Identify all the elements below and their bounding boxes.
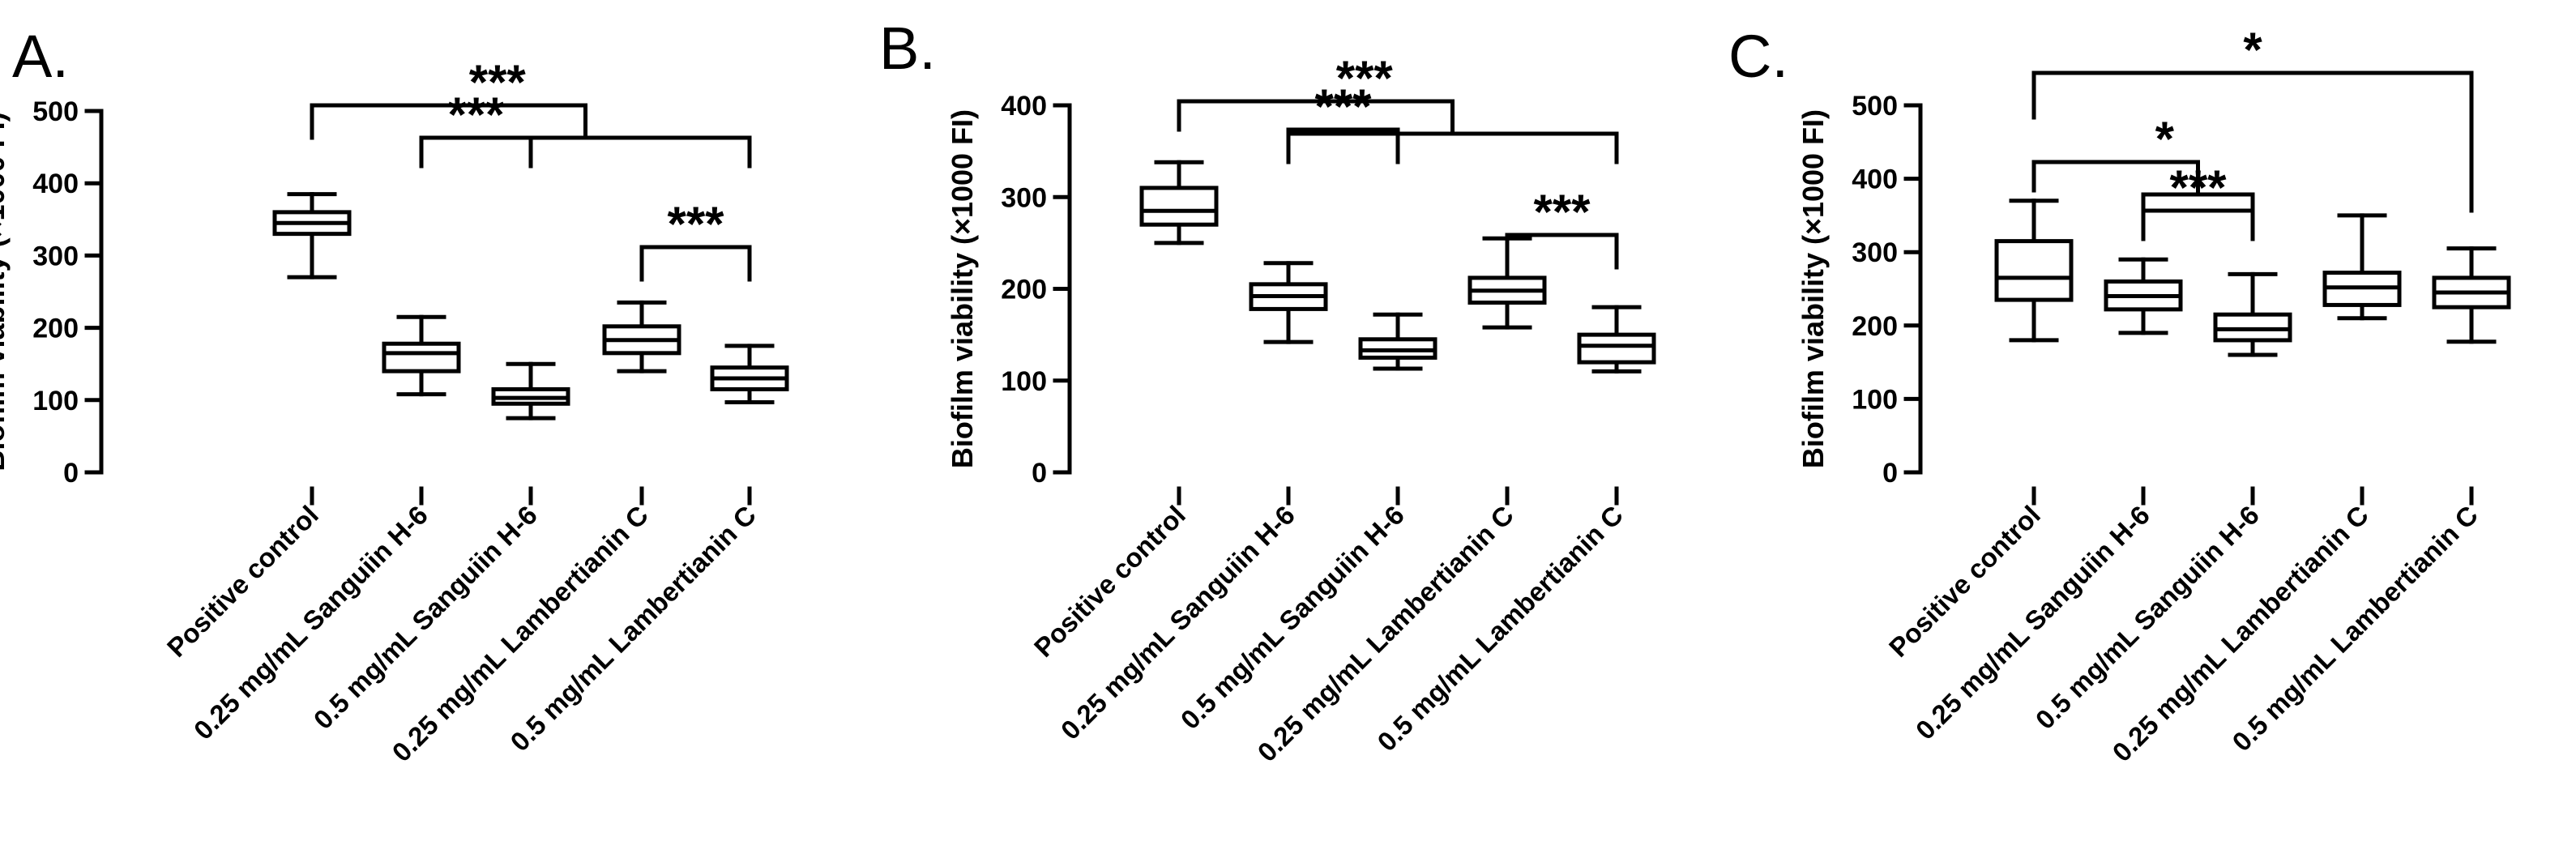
y-tick-label: 100 (1001, 366, 1047, 397)
x-tick-label: 0.5 mg/mL Sanguiin H-6 (1175, 500, 1410, 735)
significance-label: *** (667, 197, 724, 251)
y-tick-label: 200 (32, 314, 79, 344)
y-tick-label: 300 (32, 241, 79, 271)
significance-label: *** (1533, 185, 1591, 239)
panel-label: B. (879, 15, 936, 82)
significance-bracket-2: *** (639, 197, 752, 282)
significance-bracket-1: *** (419, 88, 533, 169)
y-tick-label: 0 (1882, 458, 1898, 489)
box-3 (602, 300, 681, 374)
significance-bracket-2: *** (1505, 185, 1619, 270)
box-0 (1994, 198, 2074, 343)
y-tick-label: 300 (1852, 237, 1898, 268)
box-4 (1577, 305, 1656, 374)
y-tick-label: 100 (1852, 384, 1898, 415)
y-tick-label: 200 (1852, 311, 1898, 342)
y-axis-label: Biofilm viability (×1000 FI) (0, 112, 11, 471)
significance-label: *** (447, 88, 505, 142)
y-tick-label: 400 (32, 169, 79, 199)
x-tick-label: 0.25 mg/mL Sanguiin H-6 (1910, 500, 2155, 745)
x-tick-label: 0.25 mg/mL Sanguiin H-6 (1055, 500, 1301, 745)
box-2 (2213, 271, 2292, 357)
y-tick-label: 200 (1001, 275, 1047, 305)
box-2 (491, 361, 570, 420)
y-tick-label: 0 (1032, 458, 1047, 489)
x-tick-label: 0.5 mg/mL Sanguiin H-6 (2030, 500, 2265, 735)
box-1 (2104, 257, 2183, 335)
box-iqr (382, 341, 461, 374)
panel-label: C. (1728, 23, 1788, 90)
significance-label: *** (1336, 51, 1394, 105)
y-tick-label: 400 (1852, 164, 1898, 195)
x-tick-label: 0.5 mg/mL Sanguiin H-6 (308, 500, 543, 735)
box-iqr (1139, 186, 1219, 227)
significance-label: *** (2169, 160, 2227, 215)
significance-label: * (2155, 112, 2175, 166)
y-tick-label: 100 (32, 386, 79, 416)
box-1 (382, 314, 461, 397)
box-0 (272, 192, 352, 280)
significance-label: *** (1314, 79, 1372, 134)
box-4 (710, 344, 789, 404)
y-axis-label: Biofilm viability (×1000 FI) (1796, 109, 1830, 468)
significance-bracket-1: *** (1286, 79, 1400, 164)
box-1 (1249, 261, 1328, 344)
significance-label: * (2243, 23, 2262, 77)
y-tick-label: 400 (1001, 91, 1047, 122)
significance-label: *** (469, 55, 527, 109)
box-3 (2322, 213, 2402, 321)
box-2 (1358, 312, 1438, 371)
box-0 (1139, 160, 1219, 245)
box-iqr (1994, 239, 2074, 302)
box-4 (2432, 246, 2511, 344)
y-tick-label: 500 (32, 96, 79, 127)
box-iqr (1577, 332, 1656, 365)
significance-bracket-0: * (2031, 23, 2474, 213)
y-tick-label: 0 (63, 458, 79, 489)
x-tick-label: 0.25 mg/mL Sanguiin H-6 (188, 500, 434, 745)
panel-label: A. (12, 23, 69, 90)
significance-bracket-2: *** (2141, 160, 2255, 241)
y-axis-label: Biofilm viability (×1000 FI) (946, 109, 979, 468)
y-tick-label: 500 (1852, 91, 1898, 122)
y-tick-label: 300 (1001, 182, 1047, 213)
